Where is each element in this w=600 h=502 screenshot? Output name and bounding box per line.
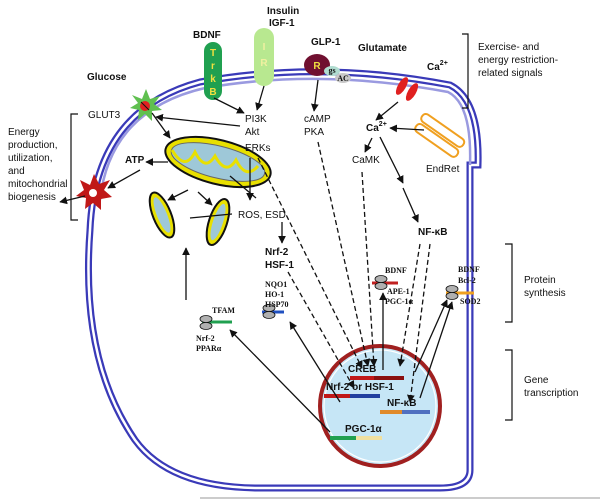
exercise-label-2: energy restriction-: [478, 55, 558, 66]
ac-label: AC: [337, 74, 349, 83]
glutamate-channel: [395, 77, 419, 101]
camk-label: CaMK: [352, 155, 380, 166]
insulin-label: Insulin: [267, 6, 299, 17]
atp-export-star: [76, 174, 112, 210]
nqo1-label: NQO1: [265, 280, 287, 289]
mitochondrion-large: [164, 135, 272, 189]
ho1-label: HO-1: [265, 290, 284, 299]
gene-label-1: Gene: [524, 375, 549, 386]
energy-label-2: production,: [8, 140, 57, 151]
ros-label: ROS, ESD: [238, 210, 286, 221]
trkb-letter-b: B: [209, 87, 216, 98]
energy-label-1: Energy: [8, 127, 40, 138]
bcl2-label: Bcl-2: [458, 276, 476, 285]
sod2-label: SOD2: [460, 297, 480, 306]
bdnf-ape-protein: [372, 275, 398, 290]
tfam-label: TFAM: [212, 306, 235, 315]
exercise-label-1: Exercise- and: [478, 42, 539, 53]
bdnf-label: BDNF: [193, 30, 221, 41]
pka-label: PKA: [304, 127, 324, 138]
pgc-gene-label: PGC-1α: [345, 424, 383, 435]
nucleus: [318, 344, 442, 468]
endoplasmic-reticulum: [414, 112, 466, 158]
pgc1a-protein-label: PGC-1α: [385, 297, 414, 306]
exercise-label-3: related signals: [478, 68, 542, 79]
glut3-transporter: [130, 89, 162, 121]
akt-label: Akt: [245, 127, 260, 138]
side-brackets: [70, 33, 513, 421]
dashed-arrows: [257, 141, 431, 403]
ca-mid-label: Ca2+: [366, 121, 387, 134]
mitochondrion-small-left: [148, 191, 176, 239]
camp-label: cAMP: [304, 114, 331, 125]
atp-label: ATP: [125, 155, 145, 166]
ppar-label: PPARα: [196, 344, 222, 353]
insulin-receptor: I R: [254, 28, 274, 86]
glp1-receptor: R gs AC: [304, 54, 351, 83]
energy-label-6: biogenesis: [8, 192, 56, 203]
nrf2-hsf-gene-label: Nrf-2 or HSF-1: [326, 382, 394, 393]
nqo1-protein: [262, 304, 284, 319]
glutamate-label: Glutamate: [358, 43, 407, 54]
hsp70-label: HSP70: [265, 300, 289, 309]
glp1-label: GLP-1: [311, 37, 341, 48]
ir-letter-r: R: [260, 58, 268, 69]
protein-label-1: Protein: [524, 275, 556, 286]
ca-top-label: Ca2+: [427, 60, 448, 73]
protein-label-2: synthesis: [524, 288, 566, 299]
glp1-r-letter: R: [313, 61, 321, 72]
trkb-letter-t: T: [210, 48, 216, 59]
trkb-letter-k: k: [210, 74, 216, 85]
energy-label-3: utilization,: [8, 153, 52, 164]
endret-label: EndRet: [426, 164, 460, 175]
energy-label-5: mitochondrial: [8, 179, 67, 190]
bdnf-bcl-protein: [445, 285, 474, 300]
creb-gene: [350, 376, 404, 380]
mitochondrion-small-right: [205, 198, 231, 246]
bdnf-protein-label: BDNF: [385, 266, 407, 275]
erks-label: ERKs: [245, 143, 271, 154]
solid-arrows: [59, 79, 454, 433]
trkb-receptor: T r k B: [204, 42, 222, 100]
pgc-gene: [330, 436, 382, 440]
glucose-label: Glucose: [87, 72, 127, 83]
nfkb-gene: [380, 410, 430, 414]
pi3k-label: PI3K: [245, 114, 267, 125]
energy-label-4: and: [8, 166, 25, 177]
hsf1-label: HSF-1: [265, 260, 294, 271]
trkb-letter-r: r: [211, 61, 215, 72]
ir-letter-i: I: [263, 42, 266, 53]
bdnf-right-label: BDNF: [458, 265, 480, 274]
gene-label-2: transcription: [524, 388, 578, 399]
nrf2-label: Nrf-2: [265, 247, 289, 258]
glut3-label: GLUT3: [88, 110, 121, 121]
nrf2-protein-label: Nrf-2: [196, 334, 215, 343]
ape1-label: APE-1: [387, 287, 410, 296]
igf1-label: IGF-1: [269, 18, 295, 29]
creb-label: CREB: [348, 364, 376, 375]
nfkb-label: NF-κB: [418, 227, 447, 238]
cell-membrane: [84, 68, 482, 492]
tfam-protein: [199, 315, 232, 330]
gs-label: gs: [328, 66, 335, 75]
nrf2-gene: [324, 394, 380, 398]
nfkb-gene-label: NF-κB: [387, 398, 416, 409]
